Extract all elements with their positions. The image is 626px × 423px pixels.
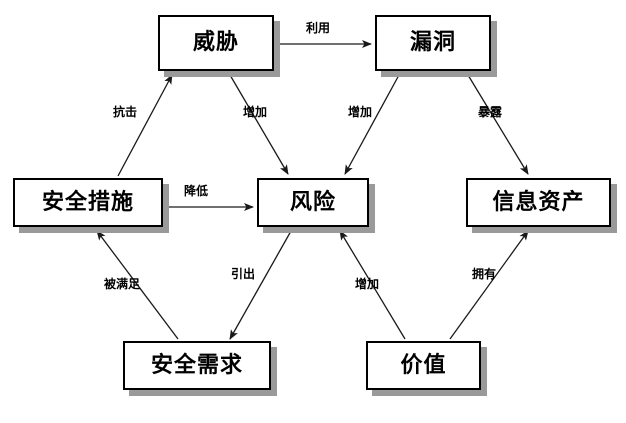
node-label-safeguard: 安全措施: [41, 189, 134, 215]
edge-e4: [344, 74, 400, 175]
node-label-threat: 威胁: [192, 30, 239, 55]
edge-label-e8: 引出: [231, 267, 256, 281]
node-vulnerability[interactable]: 漏洞: [375, 15, 491, 71]
node-asset[interactable]: 信息资产: [466, 178, 611, 227]
node-label-asset: 信息资产: [492, 189, 585, 215]
edge-label-e1: 利用: [306, 21, 331, 35]
node-threat[interactable]: 威胁: [158, 15, 274, 71]
edge-label-e7: 被满足: [104, 277, 141, 291]
edge-label-e10: 拥有: [472, 267, 497, 281]
node-label-value: 价值: [400, 352, 447, 378]
edge-e10: [449, 230, 529, 340]
edge-e8: [229, 230, 292, 340]
node-safeguard[interactable]: 安全措施: [13, 178, 163, 227]
edge-label-e9: 增加: [355, 277, 380, 291]
edge-e9: [339, 230, 406, 340]
node-risk[interactable]: 风险: [257, 178, 369, 227]
node-requirement[interactable]: 安全需求: [123, 341, 271, 390]
edge-e7: [96, 230, 179, 340]
edge-label-e5: 暴露: [478, 105, 503, 119]
edge-label-e6: 降低: [184, 184, 209, 198]
node-label-requirement: 安全需求: [150, 352, 243, 378]
edge-e5: [467, 74, 529, 175]
node-label-vulnerability: 漏洞: [409, 30, 456, 55]
edge-e3: [229, 74, 289, 175]
edge-label-e3: 增加: [243, 105, 268, 119]
edge-label-e2: 抗击: [113, 105, 138, 119]
node-value[interactable]: 价值: [366, 341, 481, 390]
edge-label-e4: 增加: [348, 105, 373, 119]
edge-e2: [117, 74, 173, 177]
node-label-risk: 风险: [289, 189, 336, 215]
